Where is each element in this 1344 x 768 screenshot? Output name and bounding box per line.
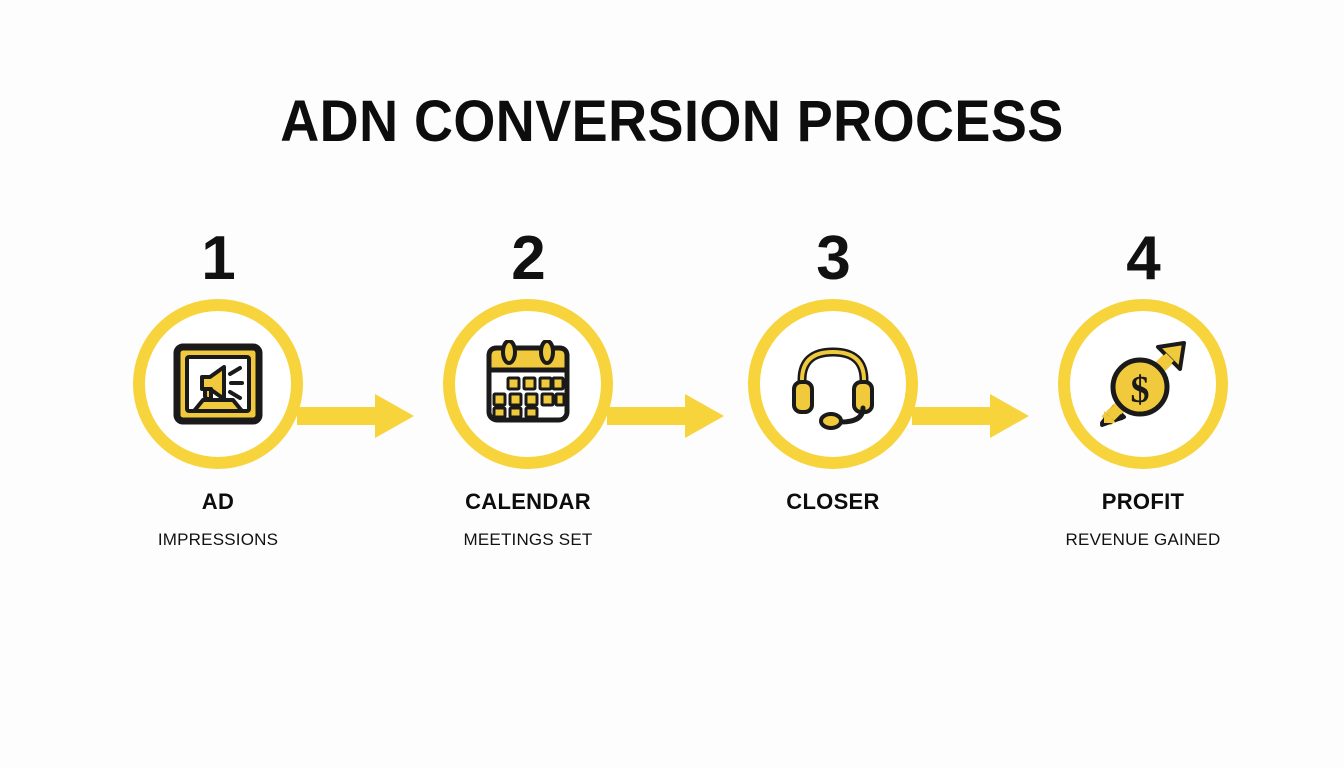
page-title: ADN CONVERSION PROCESS bbox=[280, 89, 1064, 154]
step-icon-circle bbox=[133, 299, 303, 469]
process-step-closer[interactable]: 3 CLOSER bbox=[708, 228, 958, 530]
step-icon-circle bbox=[748, 299, 918, 469]
step-sublabel: REVENUE GAINED bbox=[1065, 530, 1221, 549]
svg-text:$: $ bbox=[1131, 369, 1150, 411]
process-step-ad[interactable]: 1 AD IMPRESSIONS bbox=[93, 228, 343, 549]
step-number: 2 bbox=[511, 224, 545, 293]
connector-arrow-2 bbox=[607, 392, 725, 440]
connector-arrow-3 bbox=[912, 392, 1030, 440]
step-label: CLOSER bbox=[786, 489, 880, 514]
process-step-profit[interactable]: 4 $ bbox=[1018, 228, 1268, 549]
step-label: PROFIT bbox=[1101, 489, 1185, 514]
step-icon-circle bbox=[443, 299, 613, 469]
step-number: 4 bbox=[1126, 224, 1160, 293]
calendar-icon bbox=[483, 340, 573, 428]
step-sublabel: MEETINGS SET bbox=[463, 530, 593, 549]
connector-arrow-1 bbox=[297, 392, 415, 440]
step-sublabel: IMPRESSIONS bbox=[157, 530, 279, 549]
process-step-calendar[interactable]: 2 bbox=[403, 228, 653, 549]
step-number: 1 bbox=[201, 224, 235, 293]
step-label: CALENDAR bbox=[465, 489, 591, 514]
step-icon-circle: $ bbox=[1058, 299, 1228, 469]
step-number: 3 bbox=[816, 224, 850, 293]
headset-icon bbox=[789, 338, 877, 430]
step-label: AD bbox=[201, 489, 235, 514]
megaphone-billboard-icon bbox=[172, 342, 264, 426]
dollar-coin-growth-arrow-icon: $ bbox=[1096, 337, 1190, 431]
process-flow: 1 AD IMPRESSIONS bbox=[0, 228, 1344, 568]
